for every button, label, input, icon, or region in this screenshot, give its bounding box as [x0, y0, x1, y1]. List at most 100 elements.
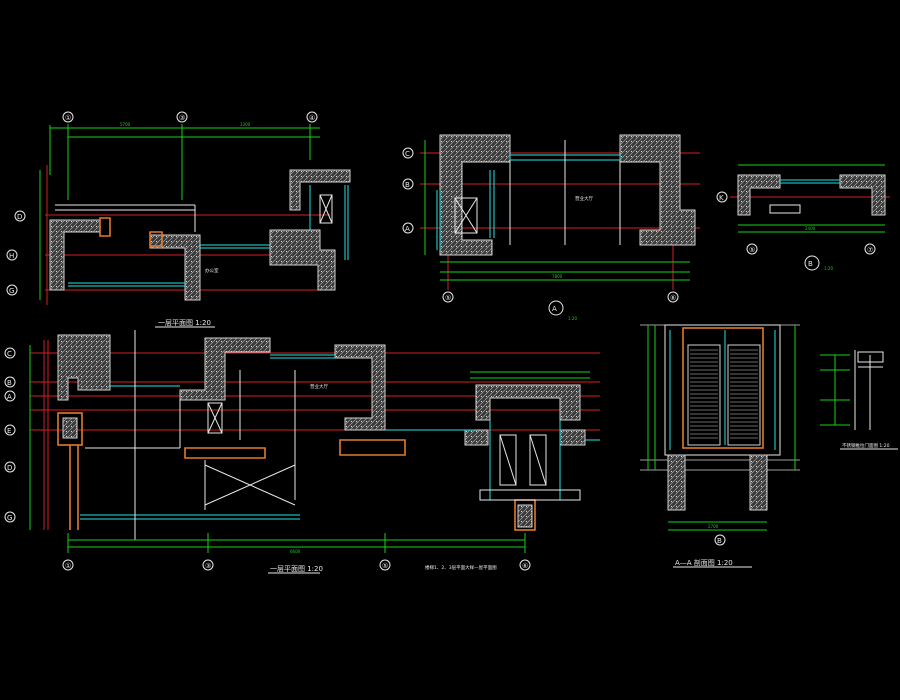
section-aa-dims: [647, 325, 796, 531]
axis-bubble-b-s: [714, 534, 726, 546]
plan-lower-glazing: [80, 354, 600, 520]
axis-5-l-label: ⑤: [382, 562, 388, 570]
axis-bubble-a-l: [4, 390, 16, 402]
axis-bubble-b-a: [402, 178, 414, 190]
note-plan-lower: 楼梯1、2、3层平面大样—屋平面图: [425, 564, 497, 571]
axis-6-l-label: ⑥: [522, 562, 528, 570]
title-section-aa: A—A 剖面图 1:20: [675, 558, 733, 567]
axis-bubble-3: [176, 111, 188, 123]
axis-d-label: D: [17, 213, 22, 221]
axis-1-label: ①: [65, 114, 71, 122]
axis-1-l-label: ①: [65, 562, 71, 570]
dim-sec: 2700: [708, 524, 719, 529]
section-footing-right: [749, 454, 768, 511]
axis-d-l-label: D: [7, 464, 12, 472]
axis-4-label: ④: [309, 114, 315, 122]
title-plan-lower: 一层平面图 1:20: [270, 565, 323, 573]
axis-bubble-6-a: [667, 291, 679, 303]
axis-3-label: ③: [179, 114, 185, 122]
wall-a-left: [439, 134, 511, 256]
detail-a-linework: [454, 140, 621, 245]
axis-b-l-label: B: [7, 379, 12, 387]
wall-block-3: [269, 229, 336, 291]
wall-block-2: [149, 234, 201, 301]
axis-b-s-label: B: [717, 537, 722, 545]
axis-c-l-label: C: [7, 350, 12, 358]
wall-b-left: [737, 174, 781, 216]
wall-l-2: [179, 337, 271, 401]
axis-k-label: K: [719, 194, 724, 202]
detail-b-marker-label: B: [808, 260, 813, 268]
axis-bubble-5-l: [379, 559, 391, 571]
title-detail-small: 不锈钢推拉门面图 1:20: [842, 442, 890, 449]
axis-h-label: H: [9, 252, 14, 260]
dim-bottom: 6600: [290, 549, 301, 554]
plan-upper-glazing: [68, 185, 349, 287]
detail-b-scale: 1:20: [824, 266, 833, 271]
detail-a-marker-label: A: [552, 305, 557, 313]
plan-lower: C B A E D G: [4, 330, 600, 574]
axis-a-a-label: A: [405, 225, 410, 233]
detail-b: K 2400 ⑤ ⑦ B 1:20: [716, 164, 890, 271]
axis-a-l-label: A: [7, 393, 12, 401]
dim-a: 7800: [552, 274, 563, 279]
axis-bubble-5-b: [746, 243, 758, 255]
detail-small: 不锈钢推拉门面图 1:20: [820, 350, 898, 450]
wall-block-4: [289, 169, 351, 211]
axis-5-b-label: ⑤: [749, 246, 755, 254]
axis-bubble-c-l: [4, 347, 16, 359]
axis-c-a-label: C: [405, 150, 410, 158]
axis-bubble-c-a: [402, 147, 414, 159]
section-footing-left: [667, 454, 686, 511]
axis-bubble-6-l: [519, 559, 531, 571]
detail-b-marker: [804, 255, 820, 271]
detail-b-box: [769, 204, 801, 214]
axis-3-l-label: ③: [205, 562, 211, 570]
detail-b-glazing: [780, 179, 840, 184]
axis-bubble-1-l: [62, 559, 74, 571]
axis-bubble-d-l: [4, 461, 16, 473]
axis-b-a-label: B: [405, 181, 410, 189]
plan-upper: 5700 3300 ① ③ ④ D H G: [6, 111, 351, 328]
plan-lower-linework: [85, 330, 581, 540]
room-label-lower: 营业大厅: [310, 383, 328, 390]
axis-bubble-4: [306, 111, 318, 123]
axis-bubble-a-a: [402, 222, 414, 234]
axis-bubble-g-l: [4, 511, 16, 523]
axis-bubble-5-a: [442, 291, 454, 303]
dim-b: 2400: [805, 226, 816, 231]
axis-bubble-h: [6, 249, 18, 261]
detail-a-marker: [548, 300, 564, 316]
section-door-leaves: [687, 344, 761, 446]
axis-bubble-1: [62, 111, 74, 123]
wall-l-4: [475, 384, 581, 421]
axis-bubble-k: [716, 191, 728, 203]
detail-a-dims: [424, 140, 690, 281]
detail-a-scale: 1:20: [568, 316, 577, 321]
dim-top: 5700: [120, 122, 131, 127]
axis-6-a-label: ⑥: [670, 294, 676, 302]
axis-bubble-g: [6, 284, 18, 296]
detail-b-dims: [738, 164, 885, 233]
section-door-frame: [682, 327, 764, 449]
axis-bubble-e-l: [4, 424, 16, 436]
wall-b-right: [839, 174, 886, 216]
axis-g-label: G: [9, 287, 14, 295]
axis-bubble-7-b: [864, 243, 876, 255]
axis-7-b-label: ⑦: [867, 246, 873, 254]
title-plan-upper: 一层平面图 1:20: [158, 319, 211, 327]
dim-right: 3300: [240, 122, 251, 127]
axis-bubble-d: [14, 210, 26, 222]
section-aa: 2700 B A—A 剖面图 1:20: [640, 324, 800, 568]
axis-bubble-3-l: [202, 559, 214, 571]
section-louvers: [690, 349, 758, 439]
detail-a: C B A ⑤ ⑥: [402, 134, 700, 321]
plan-upper-linework: [55, 194, 333, 232]
wall-a-right: [619, 134, 696, 246]
room-label-upper: 办公室: [205, 267, 219, 274]
axis-g-l-label: G: [7, 514, 12, 522]
plan-upper-dims-top: [39, 124, 320, 300]
wall-l-1: [57, 334, 111, 401]
axis-e-l-label: E: [7, 427, 11, 435]
